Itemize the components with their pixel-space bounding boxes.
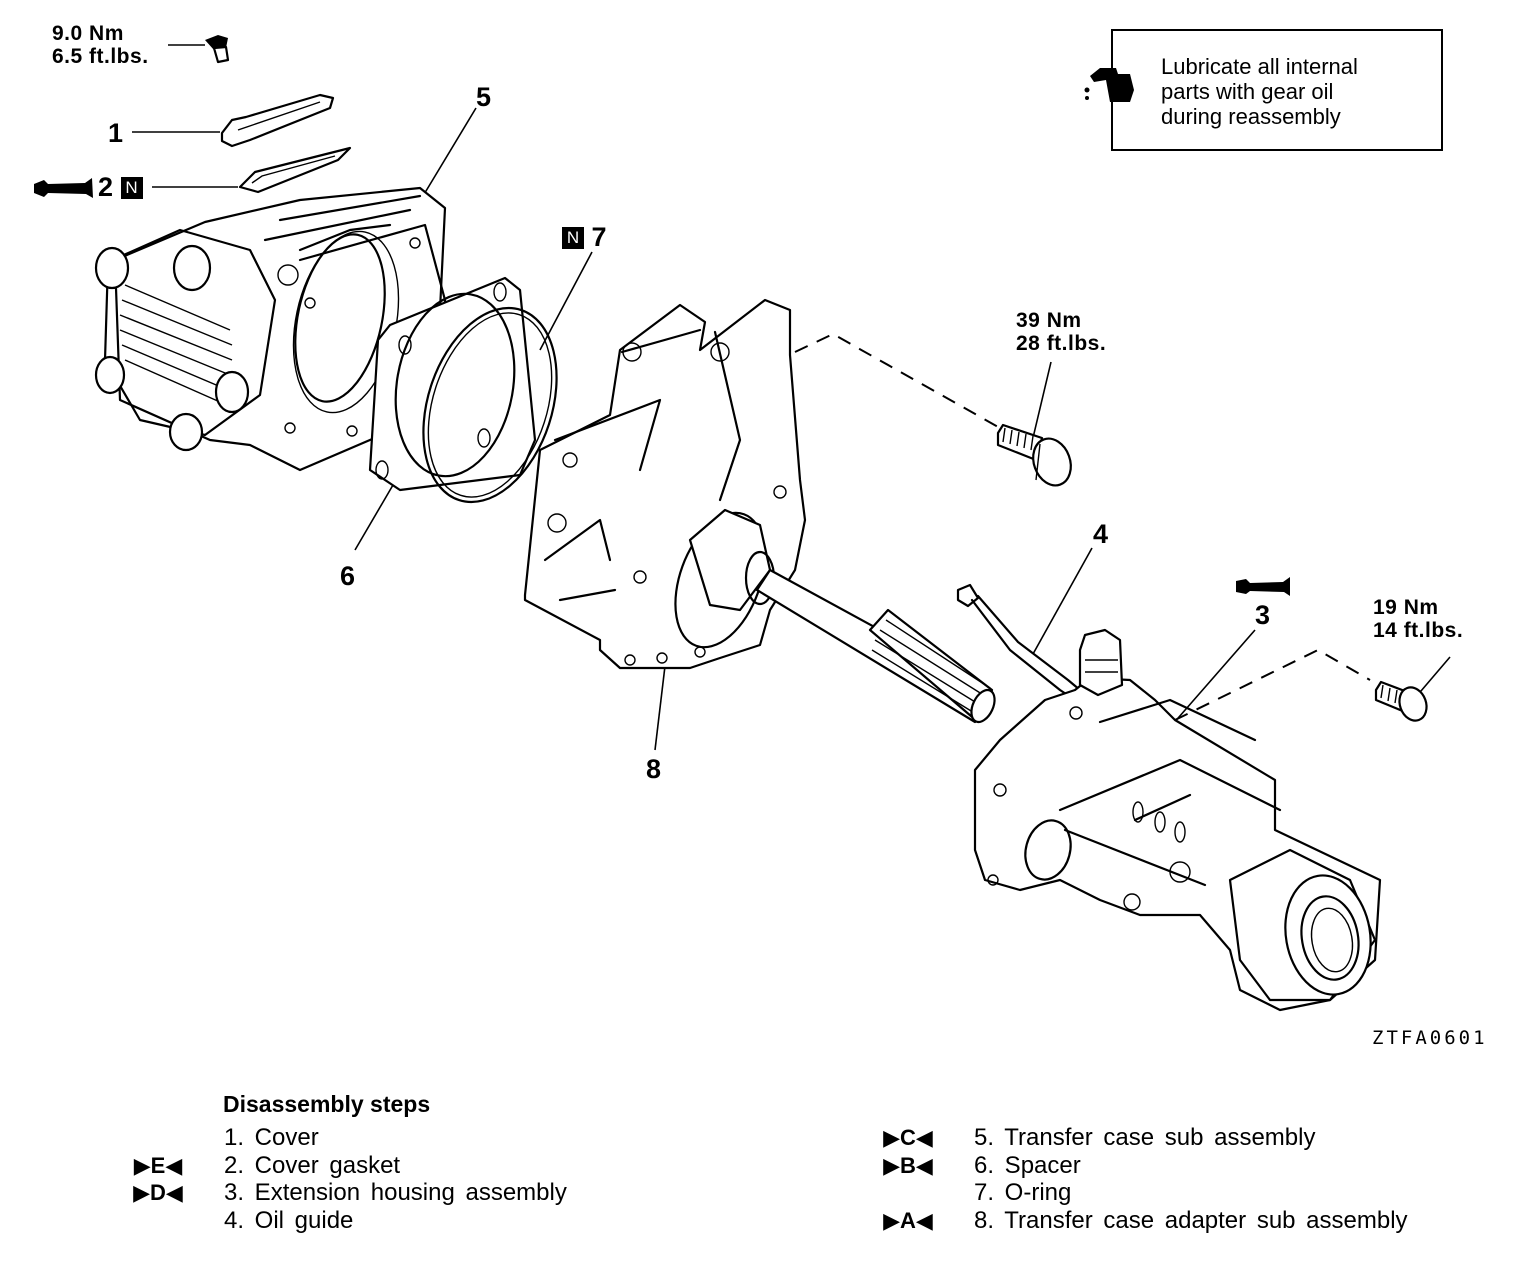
steps-left-column: 1. Cover ▶E◀ 2. Cover gasket ▶D◀ 3. Exte…: [118, 1124, 567, 1234]
step-label: 3. Extension housing assembly: [224, 1179, 567, 1206]
new-part-badge: N: [120, 177, 143, 199]
step-row: ▶D◀ 3. Extension housing assembly: [118, 1179, 567, 1207]
step-marker: ▶B◀: [883, 1152, 933, 1178]
part-8-transfer-case-adapter: [523, 298, 996, 751]
torque-ftlbs: 28 ft.lbs.: [1016, 332, 1107, 355]
part-3-extension-housing: [973, 628, 1382, 1012]
step-marker: [868, 1179, 948, 1207]
step-row: ▶E◀ 2. Cover gasket: [118, 1152, 567, 1180]
step-label: 4. Oil guide: [224, 1206, 354, 1234]
step-label: 7. O-ring: [974, 1179, 1072, 1206]
sealant-tube-icon: [1236, 577, 1290, 596]
torque-ftlbs: 14 ft.lbs.: [1373, 619, 1464, 642]
step-marker: ▶D◀: [133, 1180, 183, 1205]
part-1-cover: [132, 93, 335, 148]
step-row: ▶B◀ 6. Spacer: [868, 1152, 1408, 1180]
torque-spec-adapter-bolts: 39 Nm 28 ft.lbs.: [1016, 309, 1106, 355]
callout-3: 3: [1255, 600, 1271, 630]
step-label: 8. Transfer case adapter sub assembly: [974, 1206, 1408, 1234]
steps-title: Disassembly steps: [223, 1091, 431, 1117]
lubrication-note-text: Lubricate all internal parts with gear o…: [1161, 54, 1358, 129]
extension-bolt-icon: [1374, 656, 1451, 722]
lubrication-note-box: Lubricate all internal parts with gear o…: [1111, 29, 1443, 151]
callout-1: 1: [108, 118, 124, 148]
step-row: 1. Cover: [118, 1124, 567, 1152]
torque-spec-cover-bolts: 9.0 Nm 6.5 ft.lbs.: [52, 22, 149, 68]
torque-nm: 39 Nm: [1016, 309, 1082, 332]
new-part-badge: N: [562, 227, 584, 249]
part-4-oil-guide: [956, 547, 1093, 702]
step-label: 5. Transfer case sub assembly: [974, 1124, 1316, 1151]
alignment-line-adapter-bolt: [794, 332, 1001, 429]
step-label: 2. Cover gasket: [224, 1151, 401, 1179]
step-label: 1. Cover: [224, 1124, 319, 1151]
step-marker: [118, 1207, 198, 1235]
torque-nm: 9.0 Nm: [52, 22, 124, 45]
callout-8: 8: [646, 754, 662, 784]
figure-id: ZTFA0601: [1372, 1027, 1488, 1049]
torque-spec-extension-bolts: 19 Nm 14 ft.lbs.: [1373, 596, 1463, 642]
adapter-bolt-icon: [996, 361, 1072, 487]
step-row: ▶C◀ 5. Transfer case sub assembly: [868, 1124, 1408, 1152]
torque-nm: 19 Nm: [1373, 596, 1439, 619]
torque-ftlbs: 6.5 ft.lbs.: [52, 45, 149, 68]
sealant-tube-icon: [34, 178, 93, 198]
step-row: 7. O-ring: [868, 1179, 1408, 1207]
step-row: ▶A◀ 8. Transfer case adapter sub assembl…: [868, 1206, 1408, 1235]
step-marker: ▶C◀: [883, 1125, 933, 1150]
step-marker: ▶E◀: [133, 1152, 183, 1178]
step-row: 4. Oil guide: [118, 1207, 567, 1235]
callout-4: 4: [1093, 519, 1109, 549]
step-marker: [118, 1124, 198, 1152]
cover-bolt-icon: [168, 35, 230, 64]
part-7-o-ring: [422, 251, 593, 504]
callout-2: 2 N: [98, 174, 143, 201]
callout-7: N 7: [562, 224, 607, 251]
step-label: 6. Spacer: [974, 1151, 1081, 1179]
step-marker: ▶A◀: [883, 1207, 933, 1233]
steps-right-column: ▶C◀ 5. Transfer case sub assembly ▶B◀ 6.…: [868, 1124, 1408, 1235]
part-2-cover-gasket: [152, 146, 352, 194]
callout-5: 5: [476, 82, 492, 112]
callout-6: 6: [340, 561, 356, 591]
